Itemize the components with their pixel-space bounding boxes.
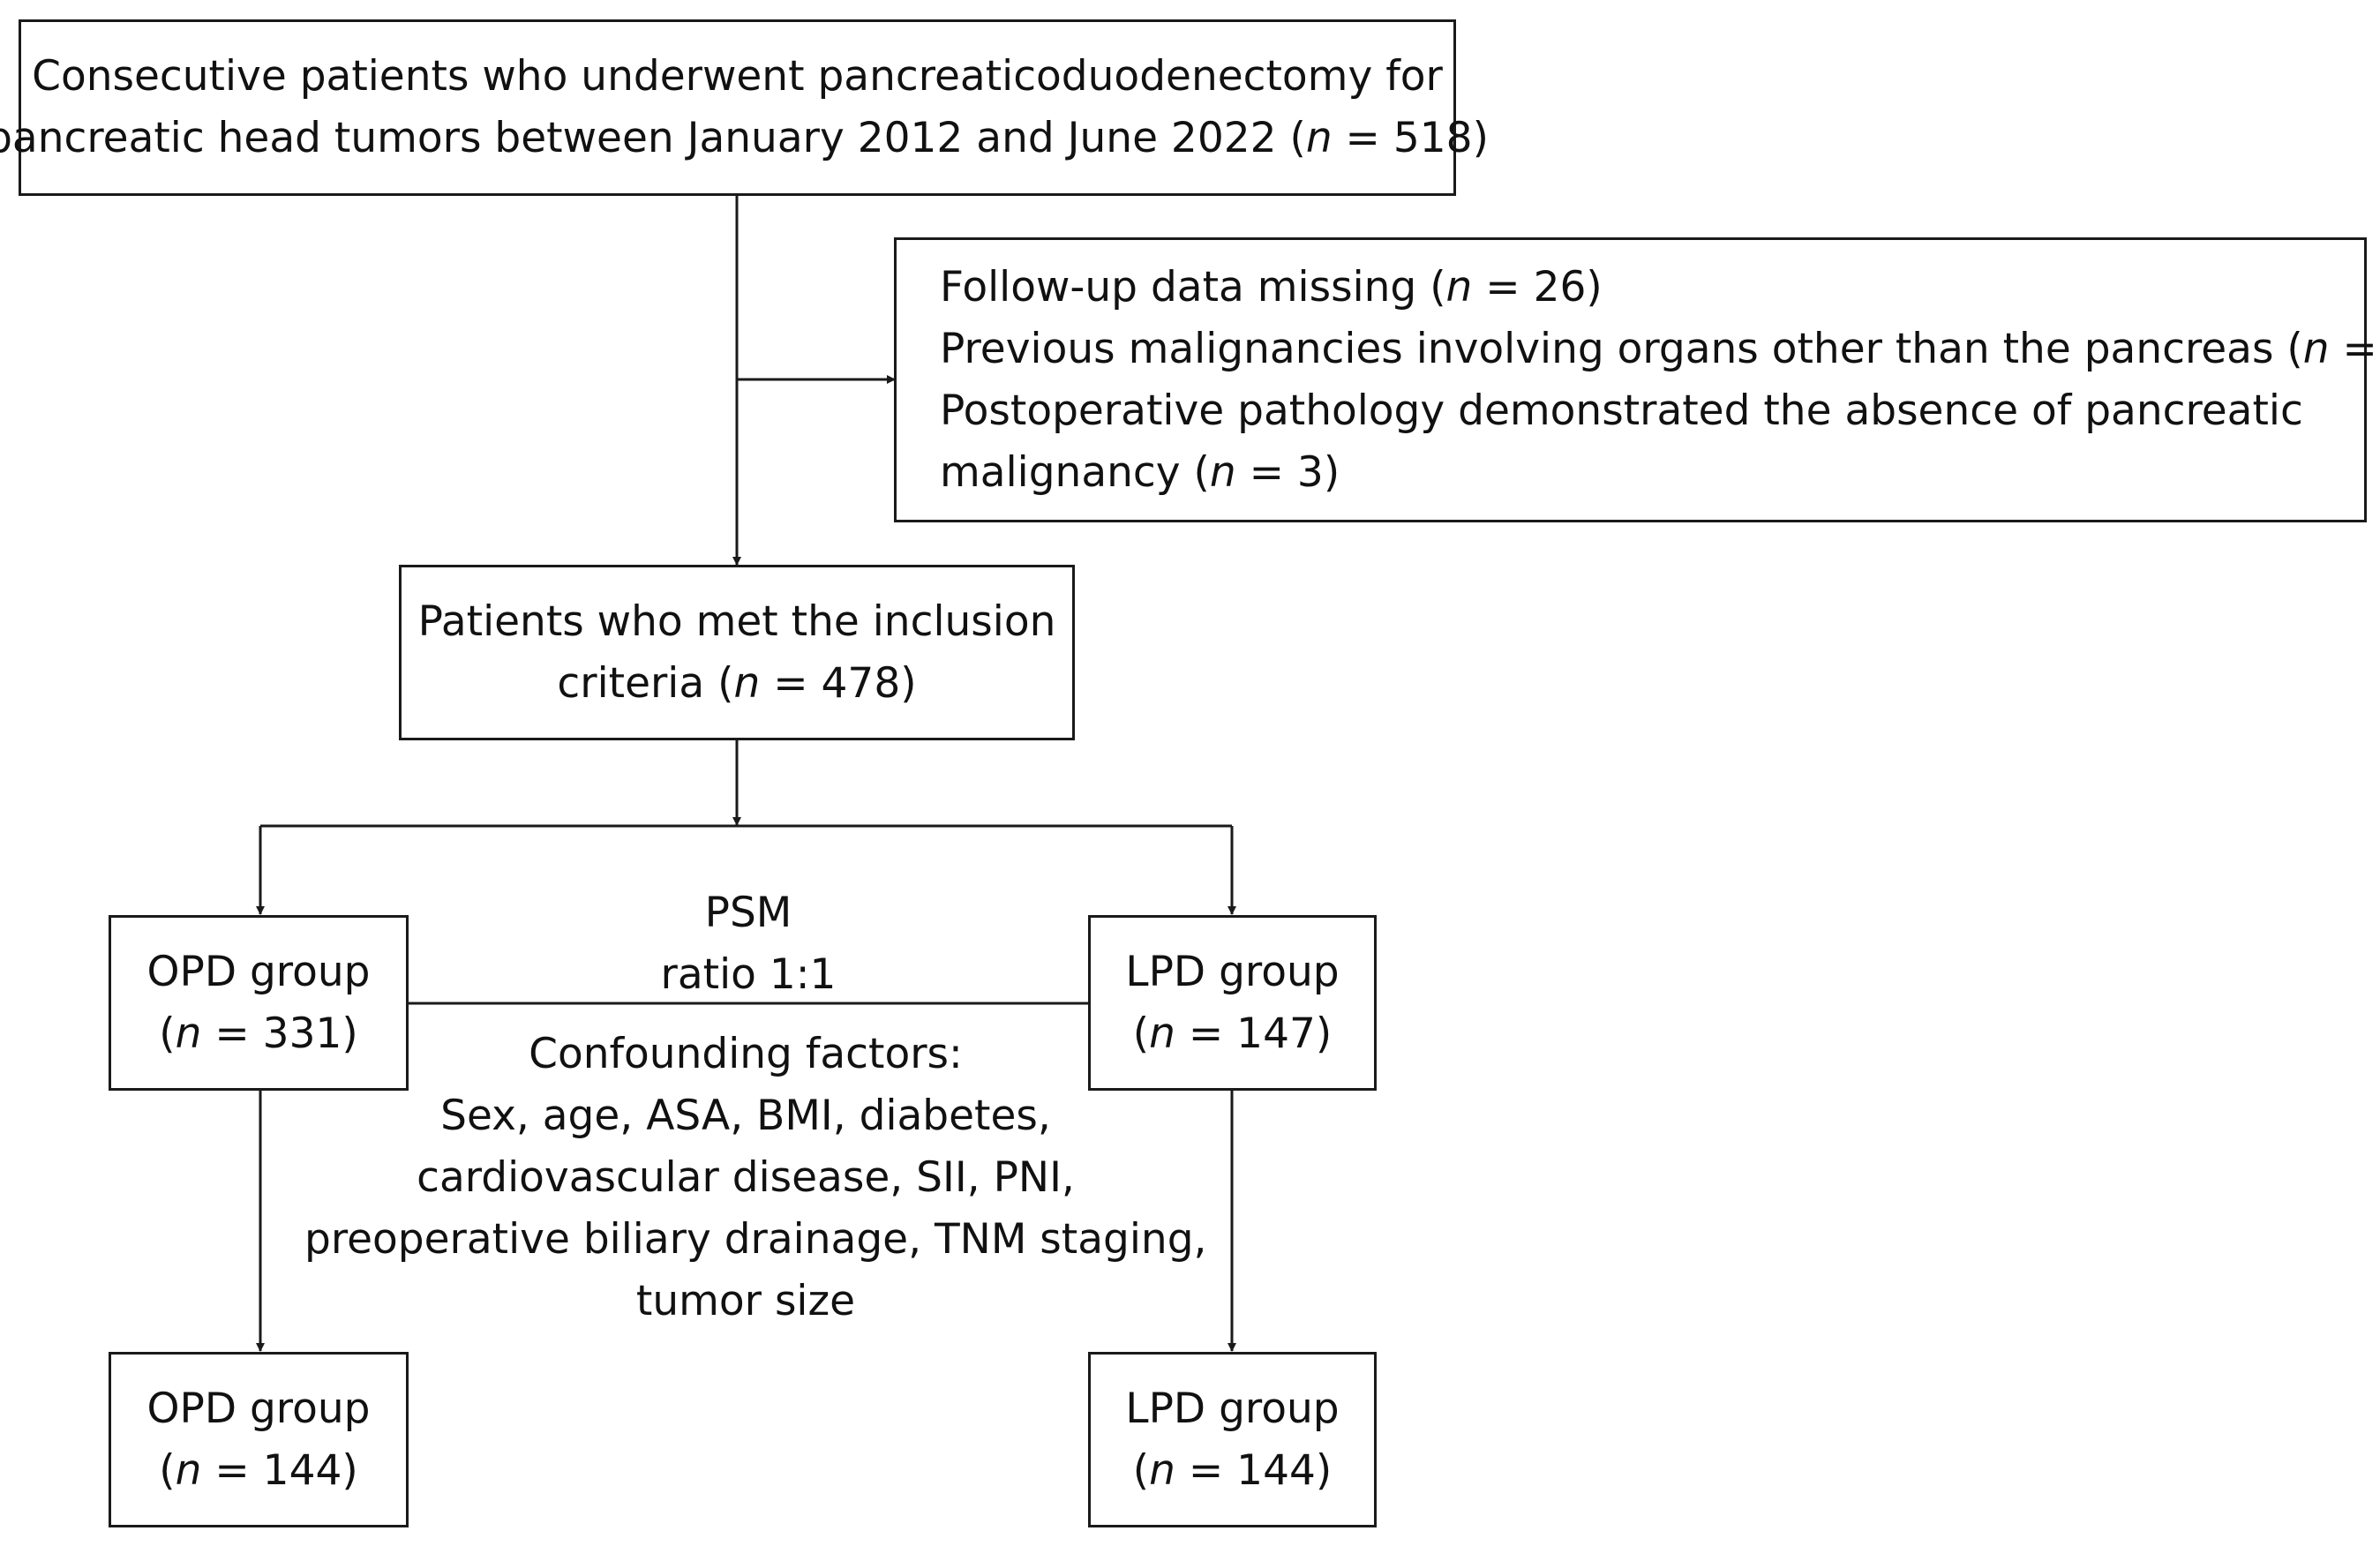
lpd-before-label: LPD group [1125, 947, 1340, 996]
opd-before-post: = 331) [201, 1009, 358, 1058]
confounding-factors-line: cardiovascular disease, SII, PNI, [417, 1153, 1075, 1202]
lpd-group-before-box: LPD group (n = 147) [1088, 915, 1377, 1091]
n-symbol: n [1149, 1445, 1175, 1495]
lpd-after-pre: ( [1132, 1445, 1150, 1495]
lpd-group-after-box: LPD group (n = 144) [1088, 1352, 1377, 1527]
opd-before-pre: ( [159, 1009, 176, 1058]
n-symbol: n [1305, 114, 1333, 162]
opd-group-before-box: OPD group (n = 331) [109, 915, 409, 1091]
exclusion-item-1-post: = 26) [1472, 262, 1603, 311]
opd-after-pre: ( [159, 1445, 176, 1495]
exclusion-item-3-post: = 3) [1235, 447, 1340, 497]
included-line-2-post: = 478) [760, 658, 917, 708]
n-symbol: n [733, 658, 761, 708]
included-patients-box: Patients who met the inclusion criteria … [399, 565, 1075, 740]
n-symbol: n [2302, 324, 2330, 373]
source-line-2-post: = 518) [1332, 114, 1489, 162]
n-symbol: n [175, 1445, 202, 1495]
psm-title: PSM [704, 889, 792, 937]
exclusion-item-1-pre: Follow-up data missing ( [940, 262, 1446, 311]
included-line-2-pre: criteria ( [557, 658, 734, 708]
psm-ratio: ratio 1:1 [660, 950, 837, 999]
lpd-before-pre: ( [1132, 1009, 1150, 1058]
lpd-after-count: (n = 144) [1133, 1440, 1332, 1502]
source-line-2: pancreatic head tumors between January 2… [0, 108, 1489, 169]
confounding-factors-line: tumor size [635, 1277, 856, 1325]
psm-label-block: PSM ratio 1:1 [484, 882, 1013, 1006]
opd-before-label: OPD group [146, 947, 371, 996]
confounding-factors-line: preoperative biliary drainage, TNM stagi… [304, 1215, 1207, 1264]
n-symbol: n [175, 1009, 202, 1058]
source-line-2-pre: pancreatic head tumors between January 2… [0, 114, 1306, 162]
source-line-1: Consecutive patients who underwent pancr… [32, 52, 1443, 101]
exclusion-item-2-pre: Previous malignancies involving organs o… [940, 324, 2303, 373]
included-line-2: criteria (n = 478) [557, 653, 916, 715]
confounding-factors-block: Confounding factors: Sex, age, ASA, BMI,… [304, 1024, 1207, 1332]
exclusion-box: Follow-up data missing (n = 26) Previous… [894, 237, 2380, 522]
lpd-after-label: LPD group [1125, 1384, 1340, 1433]
opd-before-count: (n = 331) [159, 1003, 357, 1065]
exclusion-item-pathology-line-1: Postoperative pathology demonstrated the… [940, 386, 2303, 435]
opd-after-post: = 144) [201, 1445, 358, 1495]
included-line-1: Patients who met the inclusion [417, 597, 1056, 646]
exclusion-item-previous-malignancies: Previous malignancies involving organs o… [940, 319, 2380, 380]
lpd-before-post: = 147) [1175, 1009, 1333, 1058]
n-symbol: n [1209, 447, 1236, 497]
opd-after-label: OPD group [146, 1384, 371, 1433]
opd-after-count: (n = 144) [159, 1440, 357, 1502]
n-symbol: n [1445, 262, 1473, 311]
lpd-before-count: (n = 147) [1133, 1003, 1332, 1065]
source-population-box: Consecutive patients who underwent pancr… [0, 19, 1489, 196]
exclusion-item-2-post: = 11) [2342, 324, 2380, 373]
exclusion-item-follow-up: Follow-up data missing (n = 26) [940, 257, 2364, 319]
opd-group-after-box: OPD group (n = 144) [109, 1352, 409, 1527]
n-symbol: n [1149, 1009, 1175, 1058]
exclusion-item-3-pre: malignancy ( [940, 447, 1210, 497]
confounding-factors-heading: Confounding factors: [529, 1030, 963, 1078]
confounding-factors-line: Sex, age, ASA, BMI, diabetes, [440, 1092, 1051, 1140]
exclusion-item-pathology-line-2: malignancy (n = 3) [940, 442, 2364, 504]
lpd-after-post: = 144) [1175, 1445, 1333, 1495]
